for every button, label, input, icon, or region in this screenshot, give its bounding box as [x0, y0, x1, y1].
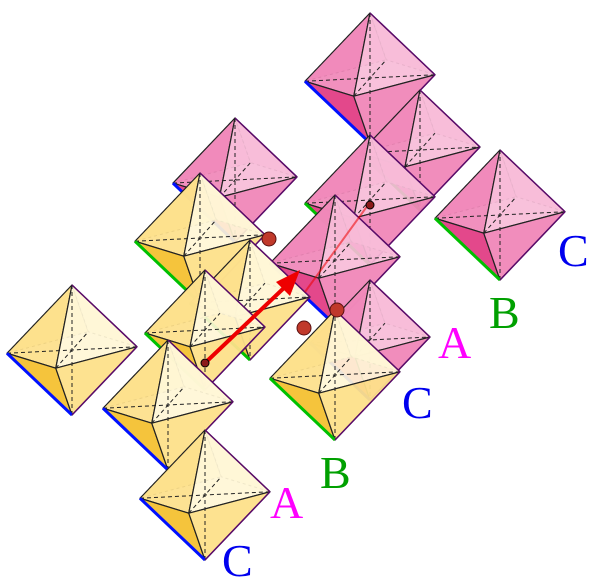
translation-arrow-shaft — [203, 284, 288, 365]
layer-label-a-bottom: A — [270, 477, 304, 528]
octahedron-pink-far-right — [433, 149, 566, 282]
back-arrow-shaft — [304, 204, 369, 293]
layer-label-b-top: B — [489, 287, 520, 338]
back-atom — [365, 200, 375, 210]
octahedra-layer — [5, 12, 566, 562]
octahedron-yellow-left — [5, 284, 138, 417]
layer-label-c-top: C — [558, 225, 589, 276]
atom-2 — [329, 302, 345, 318]
layer-label-a-mid: A — [438, 317, 472, 368]
layer-label-b-bottom: B — [320, 447, 351, 498]
translation-arrow-head — [276, 270, 300, 296]
atom-1 — [261, 231, 277, 247]
octahedron-yellow-bottom — [138, 429, 271, 562]
arrow-origin-atom — [200, 358, 210, 368]
layer-label-c-mid: C — [402, 377, 433, 428]
atom-3 — [296, 320, 312, 336]
octahedron-yellow-lower-right — [268, 309, 401, 442]
layer-label-c-bottom: C — [222, 535, 253, 586]
overlay-layer — [200, 200, 375, 368]
octahedron-pink-center-back — [303, 134, 436, 267]
